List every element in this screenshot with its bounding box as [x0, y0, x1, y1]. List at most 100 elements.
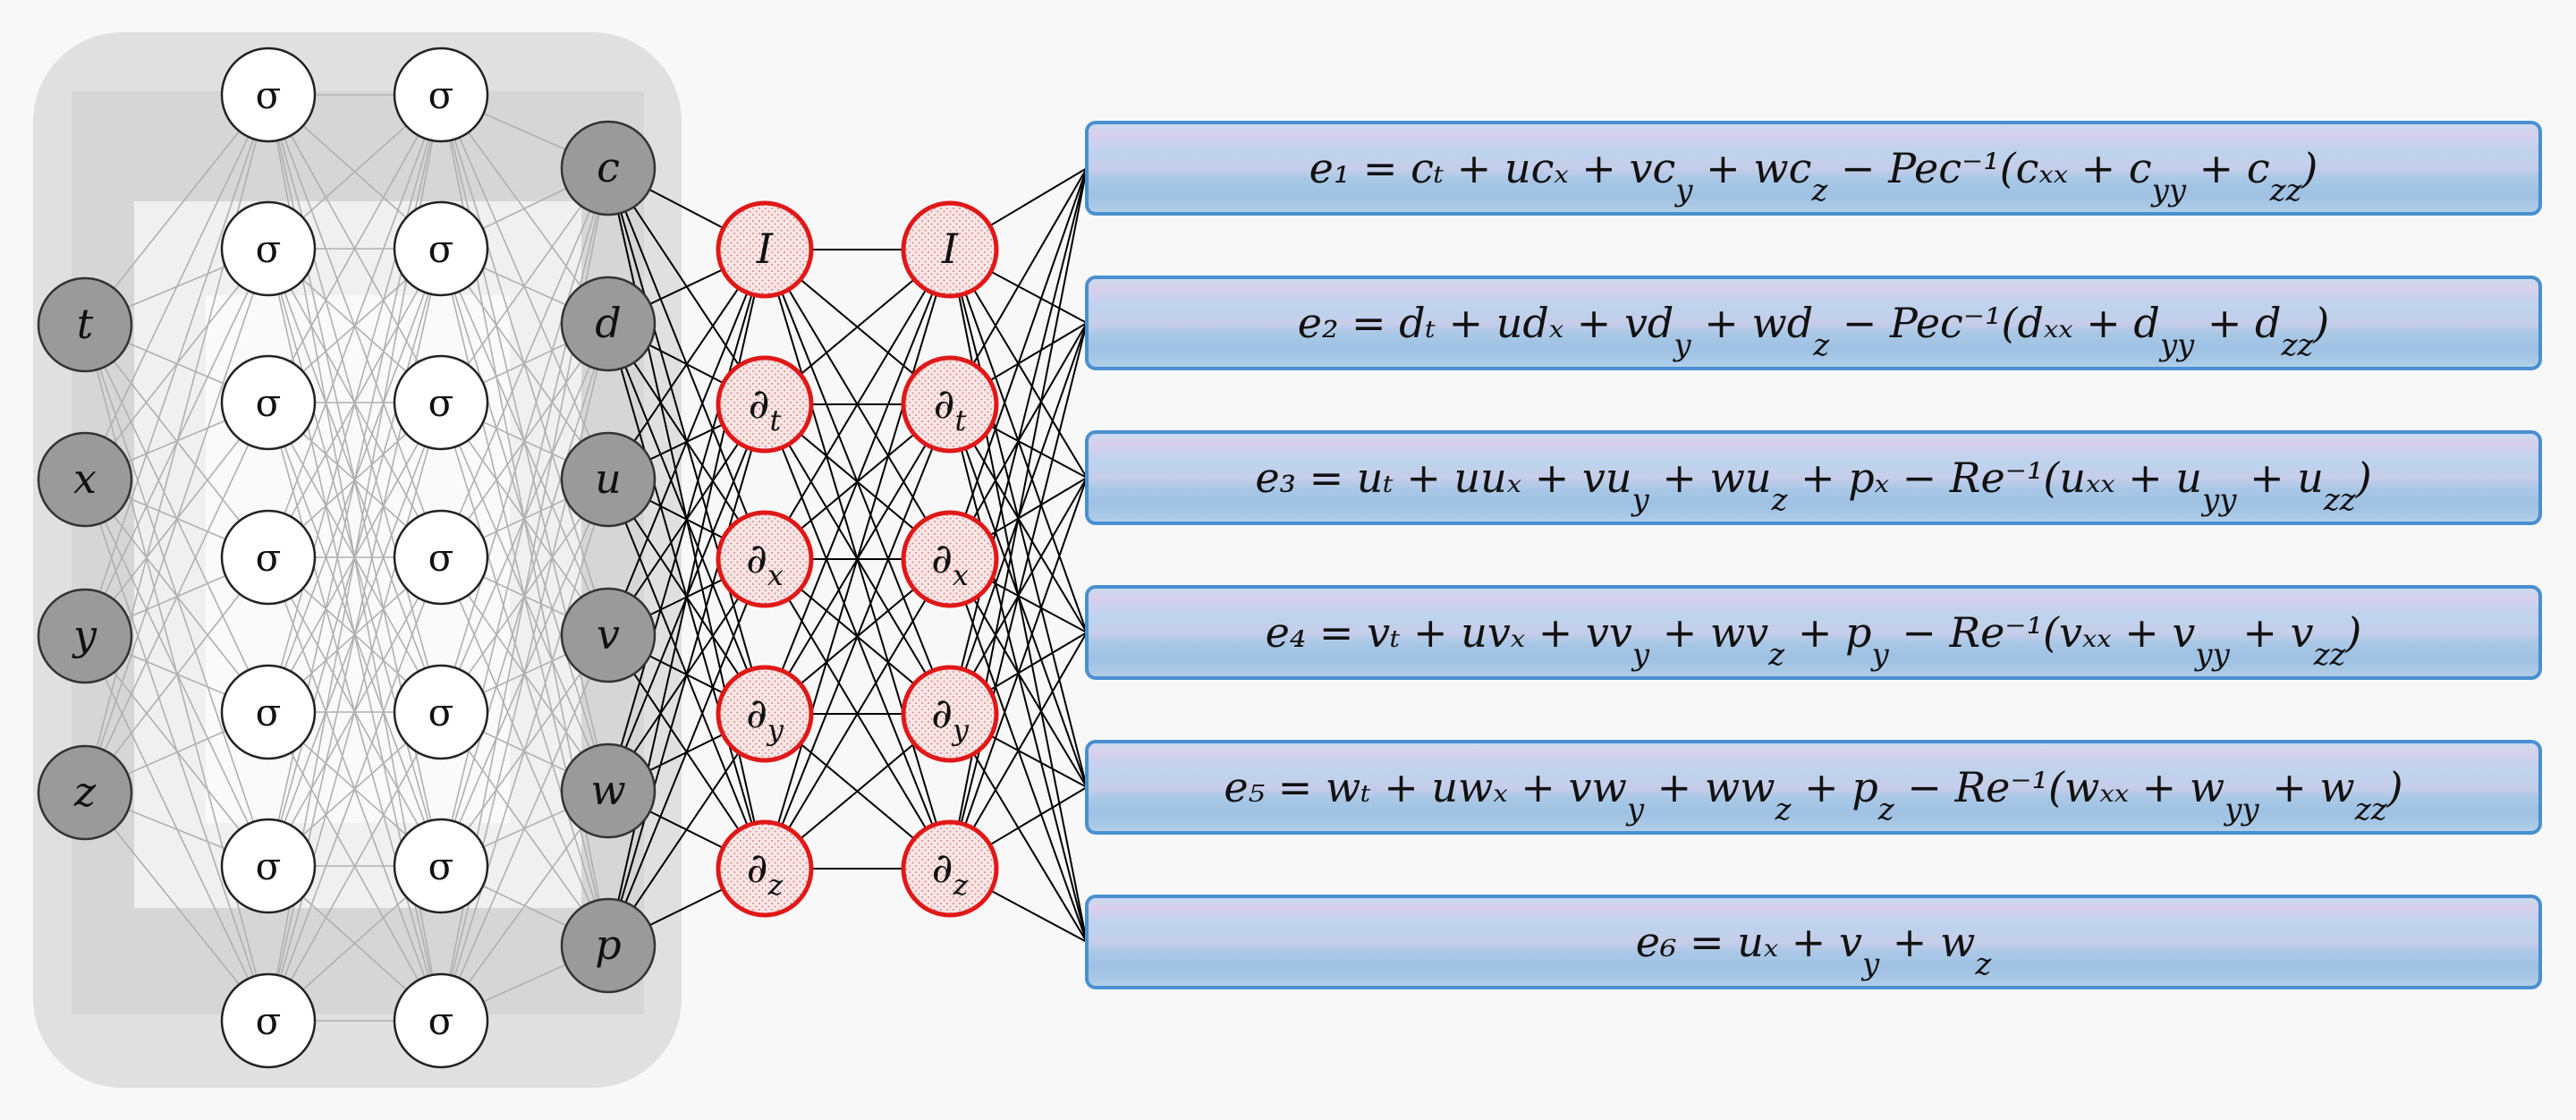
hidden-node — [220, 664, 317, 760]
output-node-v-label: v — [597, 610, 620, 658]
operator-node — [716, 510, 814, 608]
operator-node — [901, 510, 999, 608]
output-node-v — [560, 587, 657, 683]
operator-node — [716, 665, 814, 763]
operator-node-label: I — [941, 225, 959, 273]
output-node-p-label: p — [595, 921, 621, 969]
nodes-layer: txyzσσσσσσσσσσσσσσcduvwpI∂t∂x∂y∂zI∂t∂x∂y… — [37, 47, 999, 1069]
hidden-node-label: σ — [428, 999, 454, 1043]
input-node-y-label: y — [72, 611, 97, 659]
equation-text-2: e₂ = dₜ + udₓ + vdy + wdz − Pec⁻¹(dₓₓ + … — [1298, 299, 2330, 363]
operator-node-label: I — [756, 225, 774, 273]
operator-edge — [764, 403, 951, 870]
hidden-node-label: σ — [256, 844, 282, 888]
equation-text-6: e₆ = uₓ + vy + wz — [1636, 918, 1993, 982]
equation-box-6 — [1085, 895, 2542, 989]
input-node-z-label: z — [73, 768, 97, 816]
hidden-node-label: σ — [256, 227, 282, 271]
operator-edge — [764, 558, 951, 870]
operator-node — [716, 200, 814, 299]
network-edge — [440, 167, 609, 713]
network-edge — [84, 94, 269, 793]
hidden-node-label: σ — [256, 536, 282, 580]
hidden-node — [220, 47, 317, 143]
output-node-w-label: w — [590, 766, 625, 814]
equation-box-4 — [1085, 585, 2542, 680]
operator-node-subscript: x — [767, 558, 784, 592]
network-edge — [440, 634, 609, 1022]
hidden-node — [393, 509, 489, 606]
operator-node-subscript: z — [952, 868, 969, 902]
operator-edge — [764, 249, 951, 560]
operator-edge — [949, 322, 1088, 870]
network-edge — [267, 94, 442, 403]
operator-edge — [764, 249, 951, 870]
network-edge — [267, 94, 442, 713]
hidden-node-label: σ — [256, 73, 282, 117]
input-node-z — [37, 744, 133, 841]
hidden-node-label: σ — [428, 73, 454, 117]
hidden-node — [393, 664, 489, 760]
network-edge — [440, 167, 609, 403]
operator-node-subscript: z — [767, 868, 784, 902]
input-node-y — [37, 588, 133, 684]
hidden-node-label: σ — [428, 381, 454, 425]
equation-box-5 — [1085, 740, 2542, 835]
operator-node-subscript: t — [769, 403, 781, 437]
input-node-t-label: t — [77, 300, 94, 348]
operator-node-subscript: x — [953, 558, 969, 592]
output-node-w — [560, 742, 657, 839]
operator-edge — [949, 167, 1088, 715]
operator-node — [716, 355, 814, 454]
network-edge — [84, 248, 269, 793]
network-edge — [84, 94, 269, 326]
equation-box-1 — [1085, 121, 2542, 216]
hidden-node — [393, 972, 489, 1069]
operator-node — [901, 665, 999, 763]
hidden-node-label: σ — [256, 381, 282, 425]
equations-layer: e₁ = cₜ + ucₓ + vcy + wcz − Pec⁻¹(cₓₓ + … — [1085, 121, 2542, 989]
operator-node-subscript: y — [951, 713, 970, 747]
network-edge — [84, 94, 269, 480]
operator-edge — [949, 167, 1088, 560]
output-node-d-label: d — [595, 299, 621, 347]
hidden-node — [393, 47, 489, 143]
hidden-node — [393, 354, 489, 451]
network-edge — [84, 479, 269, 713]
equation-text-4: e₄ = vₜ + uvₓ + vvy + wvz + py − Re⁻¹(vₓ… — [1266, 608, 2362, 673]
equation-text-3: e₃ = uₜ + uuₓ + vuy + wuz + pₓ − Re⁻¹(uₓ… — [1255, 454, 2371, 518]
operator-node — [901, 200, 999, 299]
hidden-node-label: σ — [428, 227, 454, 271]
network-edge — [440, 167, 609, 558]
network-edge — [267, 402, 442, 1022]
input-node-t — [37, 276, 133, 373]
input-node-x-label: x — [73, 454, 97, 503]
operator-node — [901, 819, 999, 918]
operator-edge — [607, 558, 766, 946]
operator-edge — [949, 477, 1088, 870]
output-node-u — [560, 431, 657, 528]
equation-text-1: e₁ = cₜ + ucₓ + vcy + wcz − Pec⁻¹(cₓₓ + … — [1309, 144, 2318, 208]
operator-edge — [607, 403, 766, 946]
input-node-x — [37, 431, 133, 528]
network-edge — [267, 94, 442, 558]
network-edge — [84, 402, 269, 793]
hidden-node-label: σ — [428, 844, 454, 888]
hidden-node-label: σ — [256, 999, 282, 1043]
equation-text-5: e₅ = wₜ + uwₓ + vwy + wwz + pz − Re⁻¹(wₓ… — [1224, 763, 2402, 827]
operator-node-subscript: t — [954, 403, 966, 437]
hidden-node — [393, 818, 489, 914]
operator-edge — [607, 249, 766, 636]
hidden-node — [220, 972, 317, 1069]
operator-edge — [607, 249, 766, 792]
hidden-node — [220, 200, 317, 297]
hidden-node-label: σ — [428, 536, 454, 580]
output-node-c — [560, 120, 657, 216]
operator-edge — [764, 249, 951, 715]
output-node-c-label: c — [597, 143, 620, 191]
hidden-node — [393, 200, 489, 297]
network-edge — [440, 479, 609, 1022]
network-edge — [84, 556, 269, 793]
network-edge — [267, 711, 442, 1022]
